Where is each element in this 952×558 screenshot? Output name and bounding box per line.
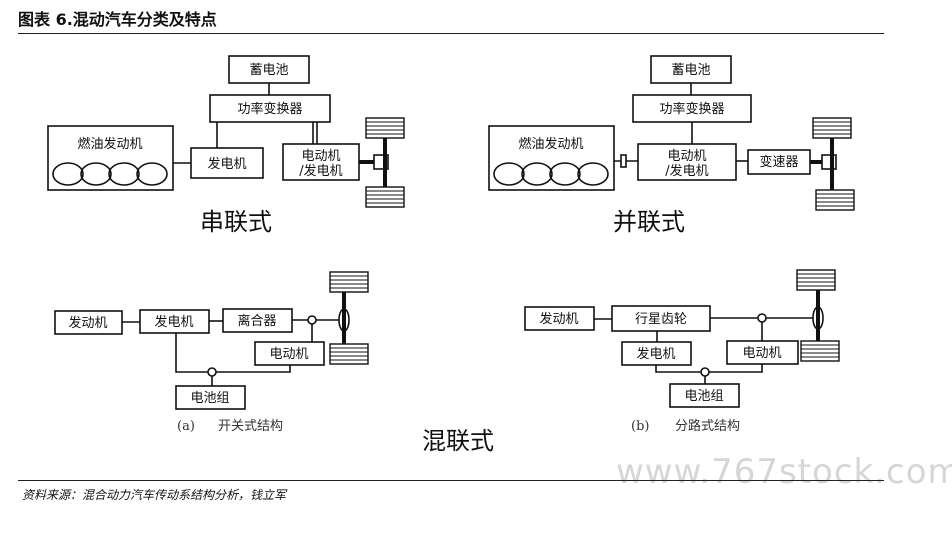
mixed-switch-diagram: 发动机 发电机 离合器 电动机 电池组 (a) 开关式结构 (54, 271, 369, 434)
mixed-b-battery-box (669, 383, 740, 408)
mixed-split-diagram: 发动机 行星齿轮 发电机 电动机 电池组 (b) 分路式结构 (524, 269, 840, 434)
series-hybrid-diagram: 蓄电池 功率变换器 燃油发动机 发电机 电动机 /发电机 串联式 (47, 55, 405, 236)
mixed-a-wheel-bottom (329, 343, 369, 365)
series-generator-label: 发电机 (207, 156, 246, 172)
parallel-coupling (620, 154, 627, 168)
figure-title: 图表 6.混动汽车分类及特点 (18, 10, 217, 29)
parallel-engine-box (488, 125, 615, 191)
parallel-motor-label-1: 电动机 (667, 149, 706, 164)
mixed-b-motor-label: 电动机 (742, 346, 781, 361)
parallel-transmission-label: 变速器 (759, 154, 798, 170)
mixed-b-engine-label: 发动机 (539, 311, 578, 327)
series-wheel-bottom (365, 186, 405, 208)
mixed-a-battery-label: 电池组 (190, 391, 229, 406)
mixed-b-wheel-bottom (800, 340, 840, 362)
mixed-a-caption-letter: (a) (177, 419, 195, 434)
parallel-hybrid-diagram: 蓄电池 功率变换器 燃油发动机 电动机 /发电机 变速器 并联式 (488, 55, 855, 236)
parallel-wheel-top (812, 117, 852, 139)
parallel-engine-label: 燃油发动机 (518, 136, 583, 152)
mixed-b-planetary-label: 行星齿轮 (635, 312, 687, 327)
parallel-wheel-bottom (815, 189, 855, 211)
mixed-a-clutch-label: 离合器 (237, 313, 276, 329)
parallel-motor-label-2: /发电机 (665, 163, 708, 179)
series-battery-box (228, 55, 310, 84)
source-note: 资料来源：混合动力汽车传动系结构分析，钱立军 (22, 488, 287, 502)
mixed-b-caption-letter: (b) (631, 419, 649, 434)
series-engine-cylinders (52, 162, 168, 186)
series-title: 串联式 (200, 208, 272, 236)
mixed-a-motor-label: 电动机 (269, 347, 308, 362)
mixed-title: 混联式 (422, 427, 494, 455)
series-battery-label: 蓄电池 (249, 63, 288, 78)
series-motor-label-1: 电动机 (301, 149, 340, 164)
parallel-motor-box (637, 143, 737, 181)
mixed-b-junction (757, 313, 767, 323)
parallel-engine-cylinders (493, 162, 609, 186)
mixed-b-caption: 分路式结构 (675, 418, 740, 434)
mixed-a-bus-node (207, 367, 217, 377)
series-engine-box (47, 125, 174, 191)
series-generator-box (190, 147, 264, 179)
watermark: www.767stock.com (616, 452, 952, 492)
series-converter-box (209, 94, 331, 123)
mixed-a-electrical-bus (175, 333, 291, 373)
mixed-b-wheel-top (796, 269, 836, 291)
mixed-a-generator-label: 发电机 (154, 314, 193, 330)
mixed-b-bus-node (700, 367, 710, 377)
mixed-b-battery-label: 电池组 (684, 389, 723, 404)
series-wheel-top (365, 117, 405, 139)
mixed-a-caption: 开关式结构 (218, 419, 283, 434)
series-engine-label: 燃油发动机 (77, 136, 142, 152)
series-motor-label-2: /发电机 (299, 163, 342, 179)
parallel-converter-label: 功率变换器 (659, 101, 724, 117)
parallel-battery-label: 蓄电池 (671, 63, 710, 78)
parallel-title: 并联式 (613, 208, 685, 236)
series-converter-label: 功率变换器 (237, 101, 302, 117)
mixed-a-engine-label: 发动机 (68, 315, 107, 331)
mixed-a-battery-box (175, 385, 246, 410)
series-motor-box (282, 143, 360, 181)
mixed-b-generator-label: 发电机 (636, 346, 675, 362)
bottom-rule (18, 480, 884, 481)
mixed-a-wheel-top (329, 271, 369, 293)
top-rule (18, 33, 884, 34)
mixed-a-junction (307, 315, 317, 325)
